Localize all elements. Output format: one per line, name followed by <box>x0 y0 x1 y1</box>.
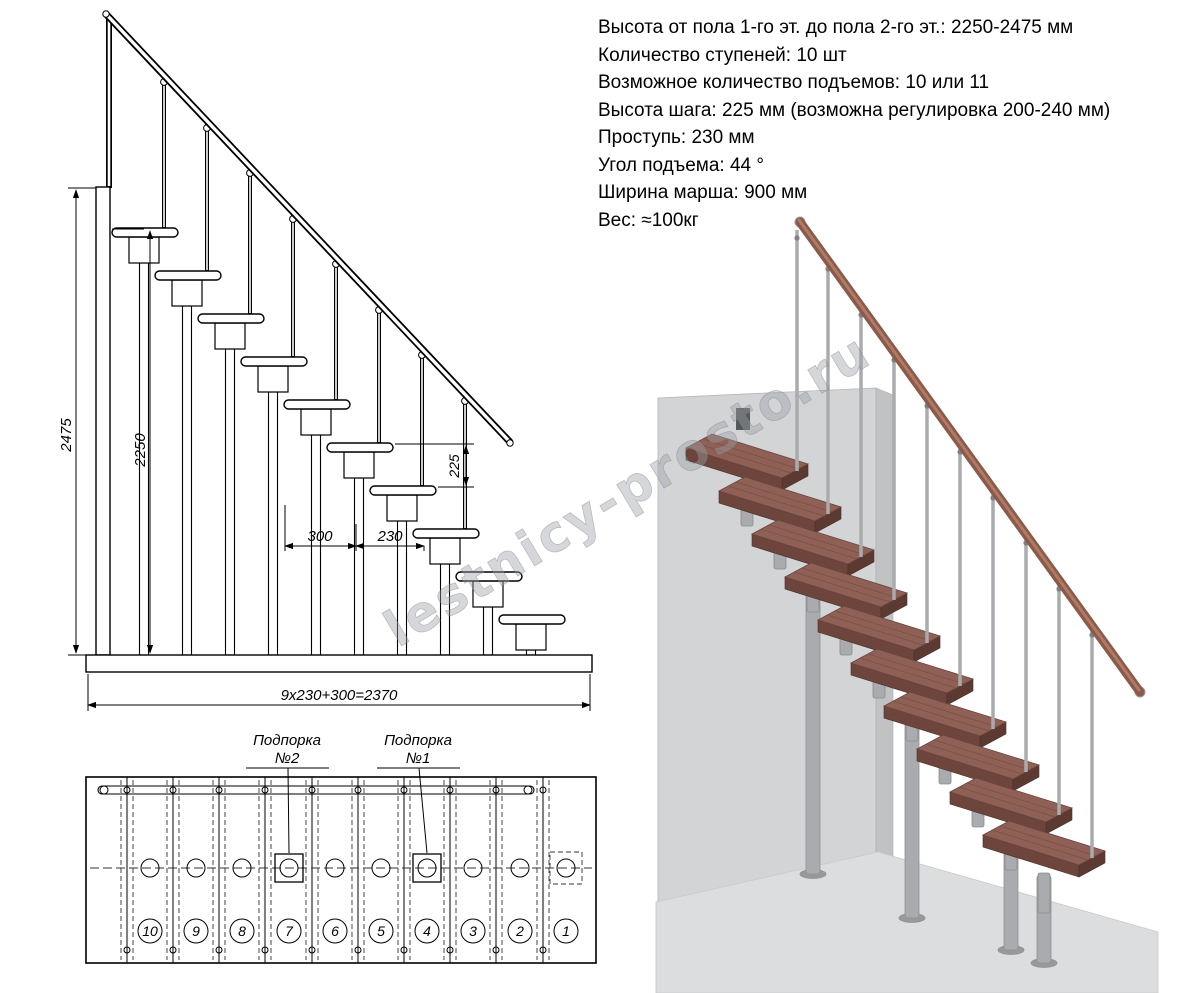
spec-line-step-count: Количество ступеней: 10 шт <box>598 44 847 66</box>
elevation-view: 2475 2250 225 300 230 <box>58 10 593 711</box>
step-number: 4 <box>423 923 431 939</box>
callout-support-2: Подпорка №2 <box>246 732 329 854</box>
step-number: 8 <box>238 923 246 939</box>
base-plate-dashed <box>549 851 583 885</box>
spec-line-height-range: Высота от пола 1-го эт. до пола 2-го эт.… <box>598 17 1074 38</box>
spec-line-angle: Угол подъема: 44 ° <box>598 154 764 176</box>
dim-label-230: 230 <box>376 528 403 545</box>
step-number: 5 <box>377 923 385 939</box>
support-1-label-line1: Подпорка <box>384 732 452 749</box>
dim-label-225: 225 <box>446 454 462 479</box>
render-3d <box>655 216 1159 993</box>
dimension-2475: 2475 <box>58 187 96 656</box>
spec-line-rise-count: Возможное количество подъемов: 10 или 11 <box>598 72 990 93</box>
step-number: 6 <box>331 923 339 939</box>
step-number: 2 <box>515 923 524 939</box>
support-columns <box>799 573 1058 968</box>
handrail-3d <box>794 216 1146 698</box>
plan-column-circles <box>140 858 576 878</box>
plan-step-dividers <box>126 777 544 963</box>
elevation-balusters <box>160 77 469 529</box>
elevation-handrail <box>102 10 514 447</box>
dim-label-2250: 2250 <box>132 433 149 468</box>
spec-line-weight: Вес: ≈100кг <box>598 209 699 231</box>
wall-mount-bracket <box>736 408 750 430</box>
dim-label-2475: 2475 <box>58 418 75 453</box>
support-2-label-line1: Подпорка <box>253 732 321 749</box>
plan-handrail <box>97 785 535 795</box>
step-number: 3 <box>469 923 477 939</box>
step-number: 9 <box>192 923 200 939</box>
plan-step-numbers: 10 9 8 7 6 5 4 3 2 1 <box>137 918 579 944</box>
dim-label-300: 300 <box>307 528 333 545</box>
dimension-300-230: 300 230 <box>284 505 425 551</box>
dimension-2250: 2250 <box>112 228 154 654</box>
step-number: 1 <box>562 923 570 939</box>
spec-text-block: Высота от пола 1-го эт. до пола 2-го эт.… <box>598 14 1186 234</box>
floor-section <box>85 654 593 673</box>
support-2-plate <box>274 853 304 883</box>
callout-support-1: Подпорка №1 <box>377 732 460 854</box>
plan-fasteners <box>123 786 547 954</box>
support-1-plate <box>412 853 442 883</box>
step-number: 10 <box>142 923 158 939</box>
support-1-label-line2: №1 <box>406 750 431 767</box>
spec-line-step-height: Высота шага: 225 мм (возможна регулировк… <box>598 99 1111 121</box>
support-2-label-line2: №2 <box>275 750 300 767</box>
dimension-225: 225 <box>395 443 474 488</box>
plan-tread-overlap-lines <box>120 780 550 960</box>
dimension-total-run: 9x230+300=2370 <box>87 674 591 711</box>
wall-section <box>95 186 111 656</box>
dim-label-total-run: 9x230+300=2370 <box>281 687 398 704</box>
spec-line-flight-width: Ширина марша: 900 мм <box>598 182 808 203</box>
step-number: 7 <box>285 923 294 939</box>
plan-view: 10 9 8 7 6 5 4 3 2 1 Подпорка №2 Подпорк… <box>85 732 597 964</box>
spec-line-tread-depth: Проступь: 230 мм <box>598 127 755 148</box>
balusters-3d <box>795 230 1094 858</box>
plan-outline <box>85 776 597 964</box>
